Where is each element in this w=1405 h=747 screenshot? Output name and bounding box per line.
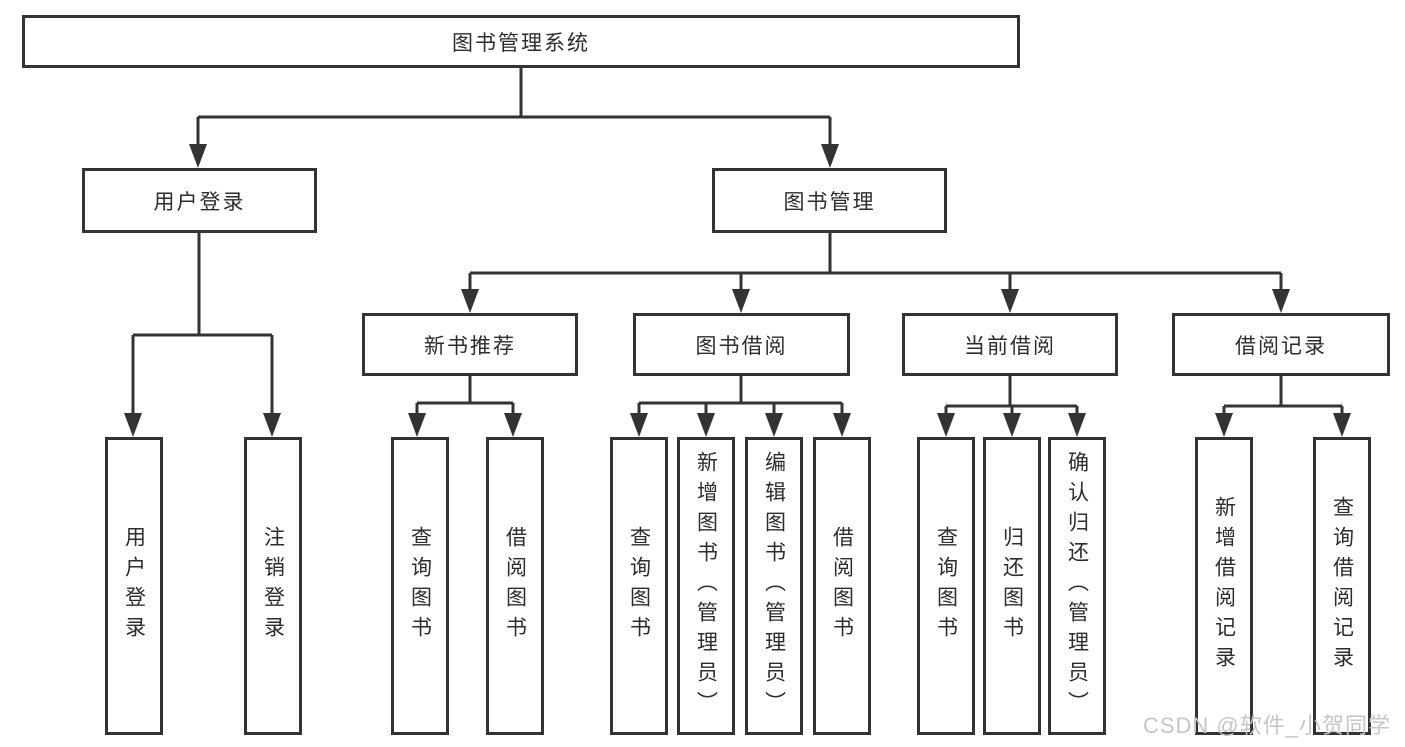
node-label: 用户登录: [153, 190, 246, 214]
node-label: 新书推荐: [424, 334, 516, 358]
node-new-book-recommendation: 新书推荐: [362, 313, 578, 376]
arrowhead-icons: [124, 144, 1351, 437]
node-label: 图书借阅: [695, 334, 788, 358]
leaf-label: 查询借阅记录: [1330, 496, 1354, 676]
node-label: 当前借阅: [964, 334, 1056, 358]
leaf-label: 查询图书: [408, 526, 432, 646]
leaf-label: 借阅图书: [503, 526, 527, 646]
leaf-label: 查询图书: [627, 526, 651, 646]
leaf-label: 查询图书: [934, 526, 958, 646]
leaf-records-add-borrow-record: 新增借阅记录: [1195, 437, 1253, 735]
node-book-management: 图书管理: [712, 168, 947, 233]
leaf-label: 借阅图书: [830, 526, 854, 646]
leaf-label: 归还图书: [1000, 526, 1024, 646]
leaf-label: 编辑图书（管理员）: [762, 451, 786, 721]
leaf-current-query-books: 查询图书: [917, 437, 975, 735]
leaf-label: 注销登录: [261, 526, 285, 646]
node-label: 借阅记录: [1235, 334, 1327, 358]
node-library-management-system: 图书管理系统: [22, 15, 1020, 68]
leaf-label: 用户登录: [122, 526, 146, 646]
leaf-borrowing-borrow-books: 借阅图书: [813, 437, 871, 735]
leaf-logout-login: 注销登录: [244, 437, 302, 735]
leaf-current-confirm-return-admin: 确认归还（管理员）: [1048, 437, 1106, 735]
leaf-label: 新增借阅记录: [1212, 496, 1236, 676]
node-book-borrowing: 图书借阅: [633, 313, 850, 376]
node-borrowing-records: 借阅记录: [1172, 313, 1390, 376]
node-user-login: 用户登录: [82, 168, 317, 233]
leaf-label: 确认归还（管理员）: [1065, 451, 1089, 721]
leaf-current-return-books: 归还图书: [983, 437, 1041, 735]
leaf-recommend-query-books: 查询图书: [391, 437, 449, 735]
leaf-records-query-borrow-record: 查询借阅记录: [1313, 437, 1371, 735]
leaf-borrowing-edit-books-admin: 编辑图书（管理员）: [745, 437, 803, 735]
node-label: 图书管理: [783, 190, 876, 214]
leaf-borrowing-query-books: 查询图书: [610, 437, 668, 735]
csdn-watermark: CSDN @软件_小贺同学: [1142, 713, 1391, 738]
node-current-borrowing: 当前借阅: [902, 313, 1118, 376]
leaf-recommend-borrow-books: 借阅图书: [486, 437, 544, 735]
leaf-label: 新增图书（管理员）: [694, 451, 718, 721]
leaf-user-login: 用户登录: [105, 437, 163, 735]
leaf-borrowing-add-books-admin: 新增图书（管理员）: [677, 437, 735, 735]
node-label: 图书管理系统: [452, 31, 590, 55]
